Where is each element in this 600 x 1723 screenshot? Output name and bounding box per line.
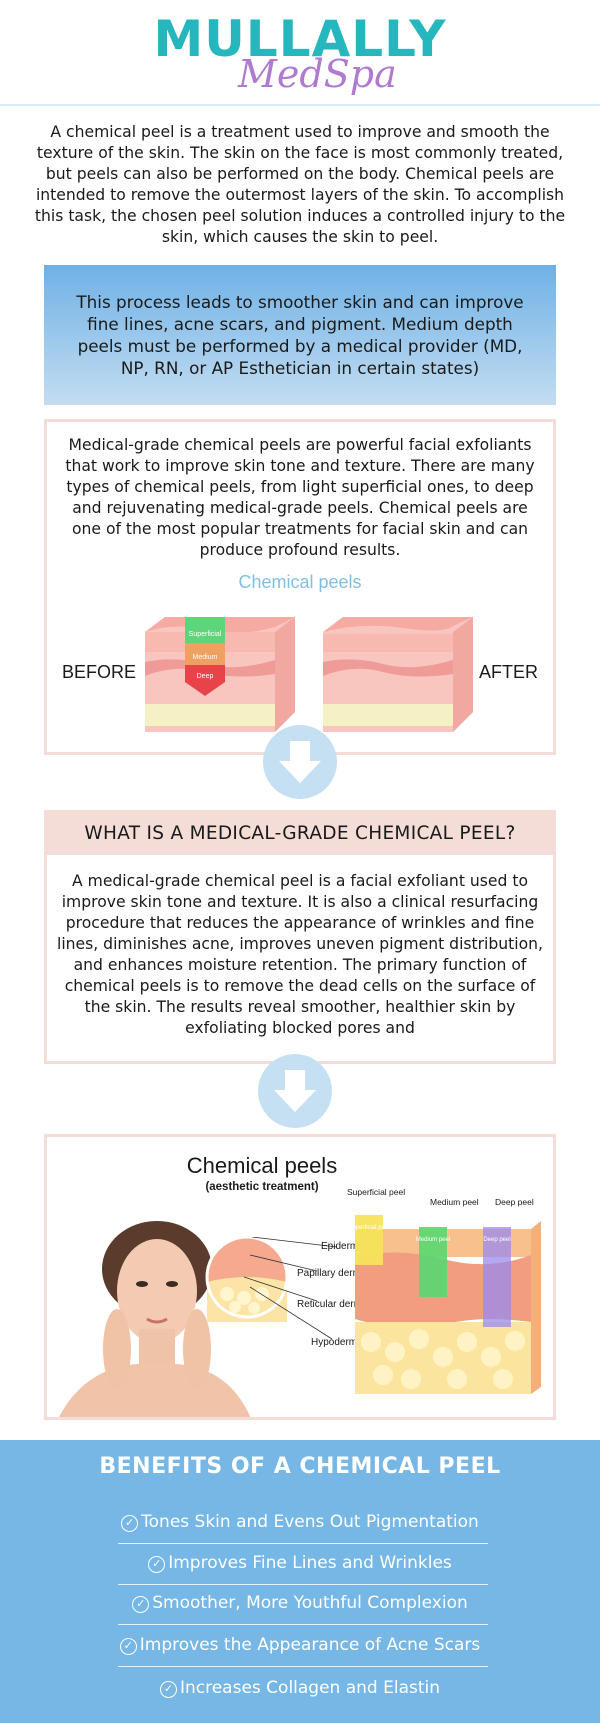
tube-label-superficial: Superficial peel	[348, 1225, 389, 1231]
check-circle-icon: ✓	[121, 1515, 139, 1532]
down-arrow-icon	[263, 725, 337, 799]
header: MULLALLY MedSpa	[0, 0, 600, 106]
skin-before-illustration: Superficial Medium Deep	[145, 617, 295, 732]
highlight-text: This process leads to smoother skin and …	[76, 292, 524, 378]
definition-text: A medical-grade chemical peel is a facia…	[57, 872, 543, 1037]
skin-zoom-circle	[205, 1235, 289, 1322]
intro-paragraph: A chemical peel is a treatment used to i…	[34, 123, 566, 246]
highlight-box: This process leads to smoother skin and …	[44, 265, 556, 405]
check-circle-icon: ✓	[159, 1681, 177, 1698]
check-circle-icon: ✓	[148, 1556, 166, 1573]
logo-subtitle: MedSpa	[238, 52, 397, 96]
benefit-item: ✓Tones Skin and Evens Out Pigmentation	[0, 1512, 600, 1532]
tube-label-deep: Deep peel	[483, 1237, 510, 1243]
definition-heading: WHAT IS A MEDICAL-GRADE CHEMICAL PEEL?	[47, 813, 553, 855]
benefit-text: Tones Skin and Evens Out Pigmentation	[141, 1512, 479, 1532]
skin-layers-illustration: Superficial peel Medium peel Deep peel	[348, 1215, 541, 1394]
peel-name-medium: Medium peel	[430, 1197, 479, 1207]
peel-name-deep: Deep peel	[495, 1197, 534, 1207]
divider	[118, 1624, 488, 1625]
divider	[118, 1543, 488, 1544]
overview-card: Medical-grade chemical peels are powerfu…	[44, 419, 556, 755]
down-arrow-icon	[258, 1054, 332, 1128]
depth-medium: Medium	[193, 654, 218, 661]
diagram-subtitle: (aesthetic treatment)	[205, 1181, 319, 1193]
benefits-heading: BENEFITS OF A CHEMICAL PEEL	[99, 1454, 501, 1479]
label-leader-lines	[243, 1237, 338, 1340]
check-circle-icon: ✓	[132, 1596, 150, 1613]
benefit-text: Smoother, More Youthful Complexion	[152, 1593, 468, 1613]
depth-superficial: Superficial	[189, 631, 222, 638]
before-label: BEFORE	[62, 662, 137, 682]
overview-text: Medical-grade chemical peels are powerfu…	[65, 436, 535, 559]
skin-after-illustration	[323, 617, 473, 732]
benefit-text: Improves Fine Lines and Wrinkles	[168, 1553, 452, 1573]
diagram-title: Chemical peels	[186, 1153, 338, 1178]
divider	[118, 1584, 488, 1585]
benefit-item: ✓Smoother, More Youthful Complexion	[0, 1593, 600, 1613]
benefits-section: BENEFITS OF A CHEMICAL PEEL ✓Tones Skin …	[0, 1440, 600, 1723]
check-circle-icon: ✓	[119, 1638, 137, 1655]
layer-label: Epidermis	[321, 1241, 366, 1252]
model-face-image	[59, 1221, 251, 1417]
layer-label: Reticular dermis	[297, 1299, 370, 1310]
benefit-item: ✓Increases Collagen and Elastin	[0, 1678, 600, 1698]
benefit-item: ✓Improves the Appearance of Acne Scars	[0, 1635, 600, 1655]
benefit-item: ✓Improves Fine Lines and Wrinkles	[0, 1553, 600, 1573]
layer-label: Papillary dermis	[297, 1268, 369, 1279]
after-label: AFTER	[479, 662, 539, 682]
illustration-title: Chemical peels	[238, 572, 362, 592]
tube-label-medium: Medium peel	[416, 1237, 450, 1243]
logo-wordmark[interactable]: MULLALLY	[153, 10, 447, 68]
diagram-card: Chemical peels (aesthetic treatment) Epi…	[44, 1134, 556, 1420]
benefit-text: Increases Collagen and Elastin	[179, 1678, 441, 1698]
divider	[118, 1666, 488, 1667]
benefit-text: Improves the Appearance of Acne Scars	[139, 1635, 481, 1655]
depth-deep: Deep	[197, 673, 214, 680]
definition-card: WHAT IS A MEDICAL-GRADE CHEMICAL PEEL? A…	[44, 810, 556, 1064]
layer-label: Hypodermis	[311, 1337, 365, 1348]
peel-name-superficial: Superficial peel	[347, 1187, 406, 1197]
